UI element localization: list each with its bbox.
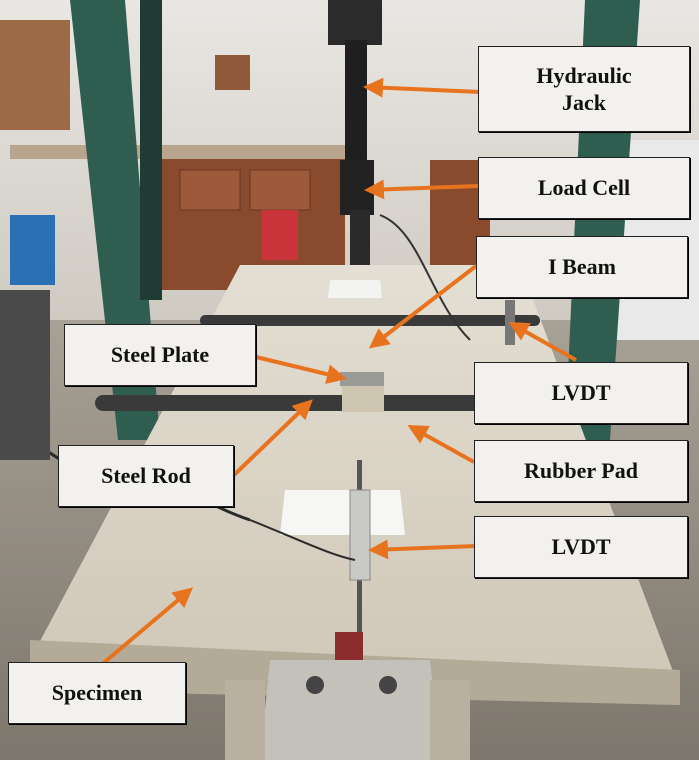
red-bag: [262, 210, 298, 260]
label-steel-plate-text: Steel Plate: [110, 342, 210, 368]
blue-equipment: [10, 215, 55, 285]
wall-board: [215, 55, 250, 90]
arrow-lvdt-top: [508, 322, 577, 362]
drawer: [249, 169, 311, 211]
label-rubber-pad-text: Rubber Pad: [524, 458, 638, 484]
load-cell: [340, 160, 374, 215]
base-plate: [260, 660, 440, 760]
frame-post-back: [140, 0, 162, 300]
jack-body: [328, 0, 382, 45]
jack-cylinder: [345, 40, 367, 170]
label-steel-plate: Steel Plate: [64, 324, 256, 386]
label-hydraulic-jack-text: Hydraulic Jack: [536, 62, 632, 116]
label-lvdt-bottom-text: LVDT: [551, 534, 611, 560]
label-load-cell-text: Load Cell: [537, 175, 631, 201]
bolt: [379, 676, 397, 694]
label-specimen-text: Specimen: [51, 680, 143, 706]
arrow-steel-plate: [255, 355, 347, 384]
lvdt-body: [349, 489, 371, 581]
label-lvdt-top-text: LVDT: [551, 380, 611, 406]
label-lvdt-bottom: LVDT: [474, 516, 688, 578]
lvdt-top-stand: [505, 300, 515, 345]
paper-sheet: [280, 490, 405, 535]
support-block: [430, 680, 470, 760]
arrow-specimen: [98, 587, 194, 668]
label-rubber-pad: Rubber Pad: [474, 440, 688, 502]
left-machine: [0, 290, 50, 460]
label-i-beam: I Beam: [476, 236, 688, 298]
arrow-rubber-pad: [407, 425, 475, 464]
support-block: [225, 680, 265, 760]
steel-plate: [340, 372, 384, 386]
arrow-hydraulic-jack: [363, 77, 481, 98]
paper-sheet: [328, 280, 382, 298]
arrow-lvdt-bottom: [368, 539, 477, 560]
label-steel-rod: Steel Rod: [58, 445, 234, 507]
arrow-i-beam: [368, 264, 478, 349]
cable: [249, 519, 356, 561]
arrow-steel-rod: [232, 399, 313, 477]
drawer: [179, 169, 241, 211]
cable: [379, 214, 471, 341]
label-hydraulic-jack: Hydraulic Jack: [478, 46, 690, 132]
rubber-pad: [342, 386, 384, 412]
label-lvdt-top: LVDT: [474, 362, 688, 424]
label-steel-rod-text: Steel Rod: [101, 463, 191, 489]
arrow-load-cell: [364, 179, 479, 200]
label-load-cell: Load Cell: [478, 157, 690, 219]
label-specimen: Specimen: [8, 662, 186, 724]
wall-board: [0, 20, 70, 130]
label-i-beam-text: I Beam: [548, 254, 616, 280]
back-cabinet-top: [10, 145, 350, 159]
bolt: [306, 676, 324, 694]
